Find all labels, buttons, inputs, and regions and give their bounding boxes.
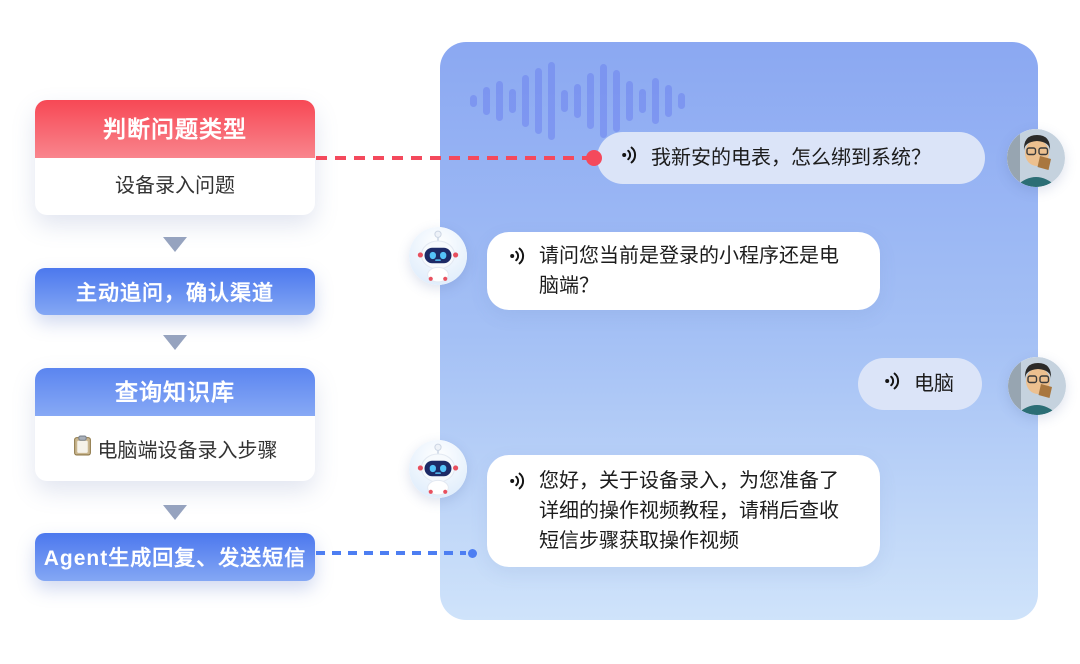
chat-panel: 我新安的电表，怎么绑到系统？ 请问您当前是登录的小程序还是电脑端？: [409, 42, 1066, 620]
flow-step-confirm-channel: 主动追问，确认渠道: [35, 268, 315, 315]
chat-bubble-user-1: 我新安的电表，怎么绑到系统？: [597, 132, 985, 184]
arrow-down-icon: [163, 237, 187, 252]
chat-message-text: 我新安的电表，怎么绑到系统？: [651, 147, 931, 169]
flow-card-title: 判断问题类型: [35, 100, 315, 158]
voice-message-icon: [509, 471, 529, 497]
flow-step-label: Agent生成回复、发送短信: [43, 547, 307, 570]
connector-red-dot: [586, 150, 602, 166]
flow-step-label: 主动追问，确认渠道: [76, 281, 274, 305]
flow-card-knowledge-base: 查询知识库 电脑端设备录入步骤: [35, 368, 315, 481]
robot-avatar: [409, 440, 467, 498]
clipboard-icon: [73, 435, 92, 462]
robot-avatar: [409, 227, 467, 285]
chat-message-text: 请问您当前是登录的小程序还是电脑端？: [539, 245, 839, 297]
voice-message-icon: [884, 371, 904, 397]
voice-message-icon: [509, 246, 529, 272]
flow-card-body-label: 电脑端设备录入步骤: [97, 440, 278, 462]
connector-blue-dot: [468, 549, 477, 558]
user-photo-avatar: [1007, 129, 1065, 187]
voice-waveform: [470, 58, 710, 144]
chat-message-text: 您好，关于设备录入，为您准备了详细的操作视频教程，请稍后查收短信步骤获取操作视频: [539, 470, 839, 552]
chat-bubble-bot-2: 您好，关于设备录入，为您准备了详细的操作视频教程，请稍后查收短信步骤获取操作视频: [487, 455, 880, 567]
flow-card-body: 设备录入问题: [115, 175, 235, 197]
flow-step-agent-reply-sms: Agent生成回复、发送短信: [35, 533, 315, 581]
flow-card-title: 查询知识库: [35, 368, 315, 416]
voice-message-icon: [621, 145, 641, 171]
flow-card-question-type: 判断问题类型 设备录入问题: [35, 100, 315, 215]
arrow-down-icon: [163, 505, 187, 520]
chat-bubble-bot-1: 请问您当前是登录的小程序还是电脑端？: [487, 232, 880, 310]
chat-message-text: 电脑: [914, 373, 954, 395]
user-photo-avatar: [1008, 357, 1066, 415]
connector-dashed-blue: [316, 551, 466, 555]
flow-card-body: 电脑端设备录入步骤: [35, 416, 315, 481]
chat-bubble-user-2: 电脑: [858, 358, 982, 410]
connector-dashed-red: [316, 156, 594, 160]
arrow-down-icon: [163, 335, 187, 350]
